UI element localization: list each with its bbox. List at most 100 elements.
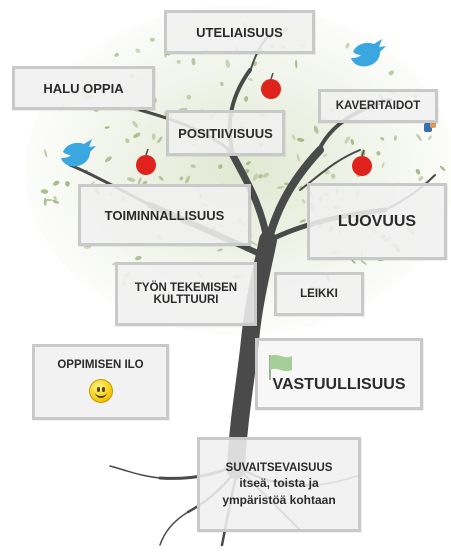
- twitter-bird-icon: [351, 39, 386, 67]
- card-halu-oppia: HALU OPPIA: [12, 66, 155, 110]
- leaf: [53, 180, 60, 186]
- twitter-bird-icon: [61, 139, 96, 167]
- leaf: [158, 175, 164, 181]
- leaf: [376, 151, 381, 156]
- apple-icon: [136, 148, 156, 175]
- leaf: [132, 120, 139, 128]
- leaf: [276, 186, 285, 189]
- leaf: [45, 198, 53, 202]
- leaf: [126, 177, 136, 182]
- leaf: [104, 156, 112, 163]
- leaf: [344, 136, 351, 144]
- leaf: [330, 173, 336, 179]
- leaf: [142, 180, 148, 185]
- leaf: [301, 199, 306, 204]
- apple-icon: [261, 72, 281, 99]
- leaf: [360, 260, 367, 265]
- card-sublabel-line1: itseä, toista ja: [239, 475, 319, 490]
- leaf: [157, 136, 163, 144]
- leaf: [190, 164, 196, 168]
- leaf: [428, 135, 432, 141]
- card-label: HALU OPPIA: [43, 80, 124, 96]
- leaf: [149, 37, 155, 42]
- leaf: [323, 153, 328, 157]
- card-uteliaisuus: UTELIAISUUS: [164, 10, 315, 54]
- card-vastuullisuus: VASTUULLISUUS: [255, 338, 423, 410]
- leaf: [258, 173, 263, 179]
- leaf: [250, 241, 258, 246]
- smiley-icon: [88, 379, 113, 403]
- leaf: [83, 245, 92, 249]
- leaf: [345, 42, 350, 49]
- leaf: [284, 182, 289, 186]
- leaf: [137, 177, 142, 185]
- leaf: [415, 168, 421, 175]
- leaf: [133, 132, 141, 138]
- leaf: [295, 59, 298, 69]
- card-label: VASTUULLISUUS: [272, 376, 406, 393]
- leaf: [380, 137, 385, 141]
- leaf: [388, 70, 395, 76]
- card-label: POSITIIVISUUS: [178, 125, 273, 141]
- leaf: [218, 164, 223, 169]
- leaf: [186, 94, 192, 100]
- leaf: [350, 138, 354, 146]
- card-toiminnallisuus: TOIMINNALLISUUS: [78, 184, 251, 246]
- leaf: [418, 175, 424, 182]
- card-positiivisuus: POSITIIVISUUS: [166, 110, 285, 156]
- leaf: [296, 153, 300, 162]
- apple-icon: [352, 149, 372, 176]
- leaf: [176, 59, 181, 64]
- card-label-line1: TYÖN TEKEMISEN: [134, 282, 238, 294]
- leaf: [44, 149, 48, 158]
- card-label: SUVAITSEVAISUUS: [225, 461, 333, 474]
- leaf: [296, 137, 305, 142]
- leaf: [244, 96, 249, 102]
- leaf: [253, 61, 258, 67]
- leaf: [151, 133, 156, 141]
- card-label: KAVERITAIDOT: [335, 100, 421, 112]
- leaf: [247, 77, 253, 81]
- leaf: [134, 255, 142, 261]
- card-label-line2: KULTTUURI: [153, 294, 219, 306]
- card-label: UTELIAISUUS: [196, 24, 283, 40]
- card-oppimisen-ilo: OPPIMISEN ILO: [32, 344, 169, 420]
- leaf: [52, 199, 60, 204]
- leaf: [381, 162, 385, 169]
- leaf: [252, 173, 258, 181]
- card-tyon-tekemisen-kulttuuri: TYÖN TEKEMISEN KULTTUURI: [115, 262, 257, 326]
- leaf: [53, 195, 57, 201]
- card-luovuus: LUOVUUS: [307, 183, 447, 260]
- leaf: [40, 189, 49, 194]
- leaf: [245, 161, 251, 165]
- leaf: [313, 125, 319, 134]
- leaf: [217, 248, 223, 252]
- leaf: [185, 175, 191, 184]
- leaf: [439, 165, 446, 172]
- card-label: OPPIMISEN ILO: [57, 359, 144, 371]
- leaf: [191, 57, 196, 66]
- leaf: [262, 172, 269, 178]
- leaf: [416, 133, 422, 142]
- card-kaveritaidot: KAVERITAIDOT: [318, 89, 438, 123]
- leaf: [135, 48, 141, 53]
- card-label: LUOVUUS: [337, 212, 417, 230]
- leaf: [179, 176, 184, 181]
- leaf: [393, 135, 397, 141]
- leaf: [297, 185, 303, 189]
- card-label: TOIMINNALLISUUS: [104, 207, 225, 223]
- leaf: [114, 52, 119, 57]
- card-sublabel-line2: ympäristöä kohtaan: [222, 492, 336, 507]
- leaf: [299, 219, 306, 223]
- leaf: [104, 126, 110, 129]
- leaf: [351, 259, 356, 264]
- leaf: [125, 138, 130, 144]
- leaf: [220, 81, 224, 87]
- card-label: LEIKKI: [300, 288, 338, 300]
- card-suvaitsevaisuus: SUVAITSEVAISUUS itseä, toista ja ympäris…: [197, 437, 361, 532]
- leaf: [65, 181, 70, 187]
- card-leikki: LEIKKI: [274, 272, 364, 316]
- leaf: [225, 59, 230, 69]
- leaf: [292, 134, 296, 141]
